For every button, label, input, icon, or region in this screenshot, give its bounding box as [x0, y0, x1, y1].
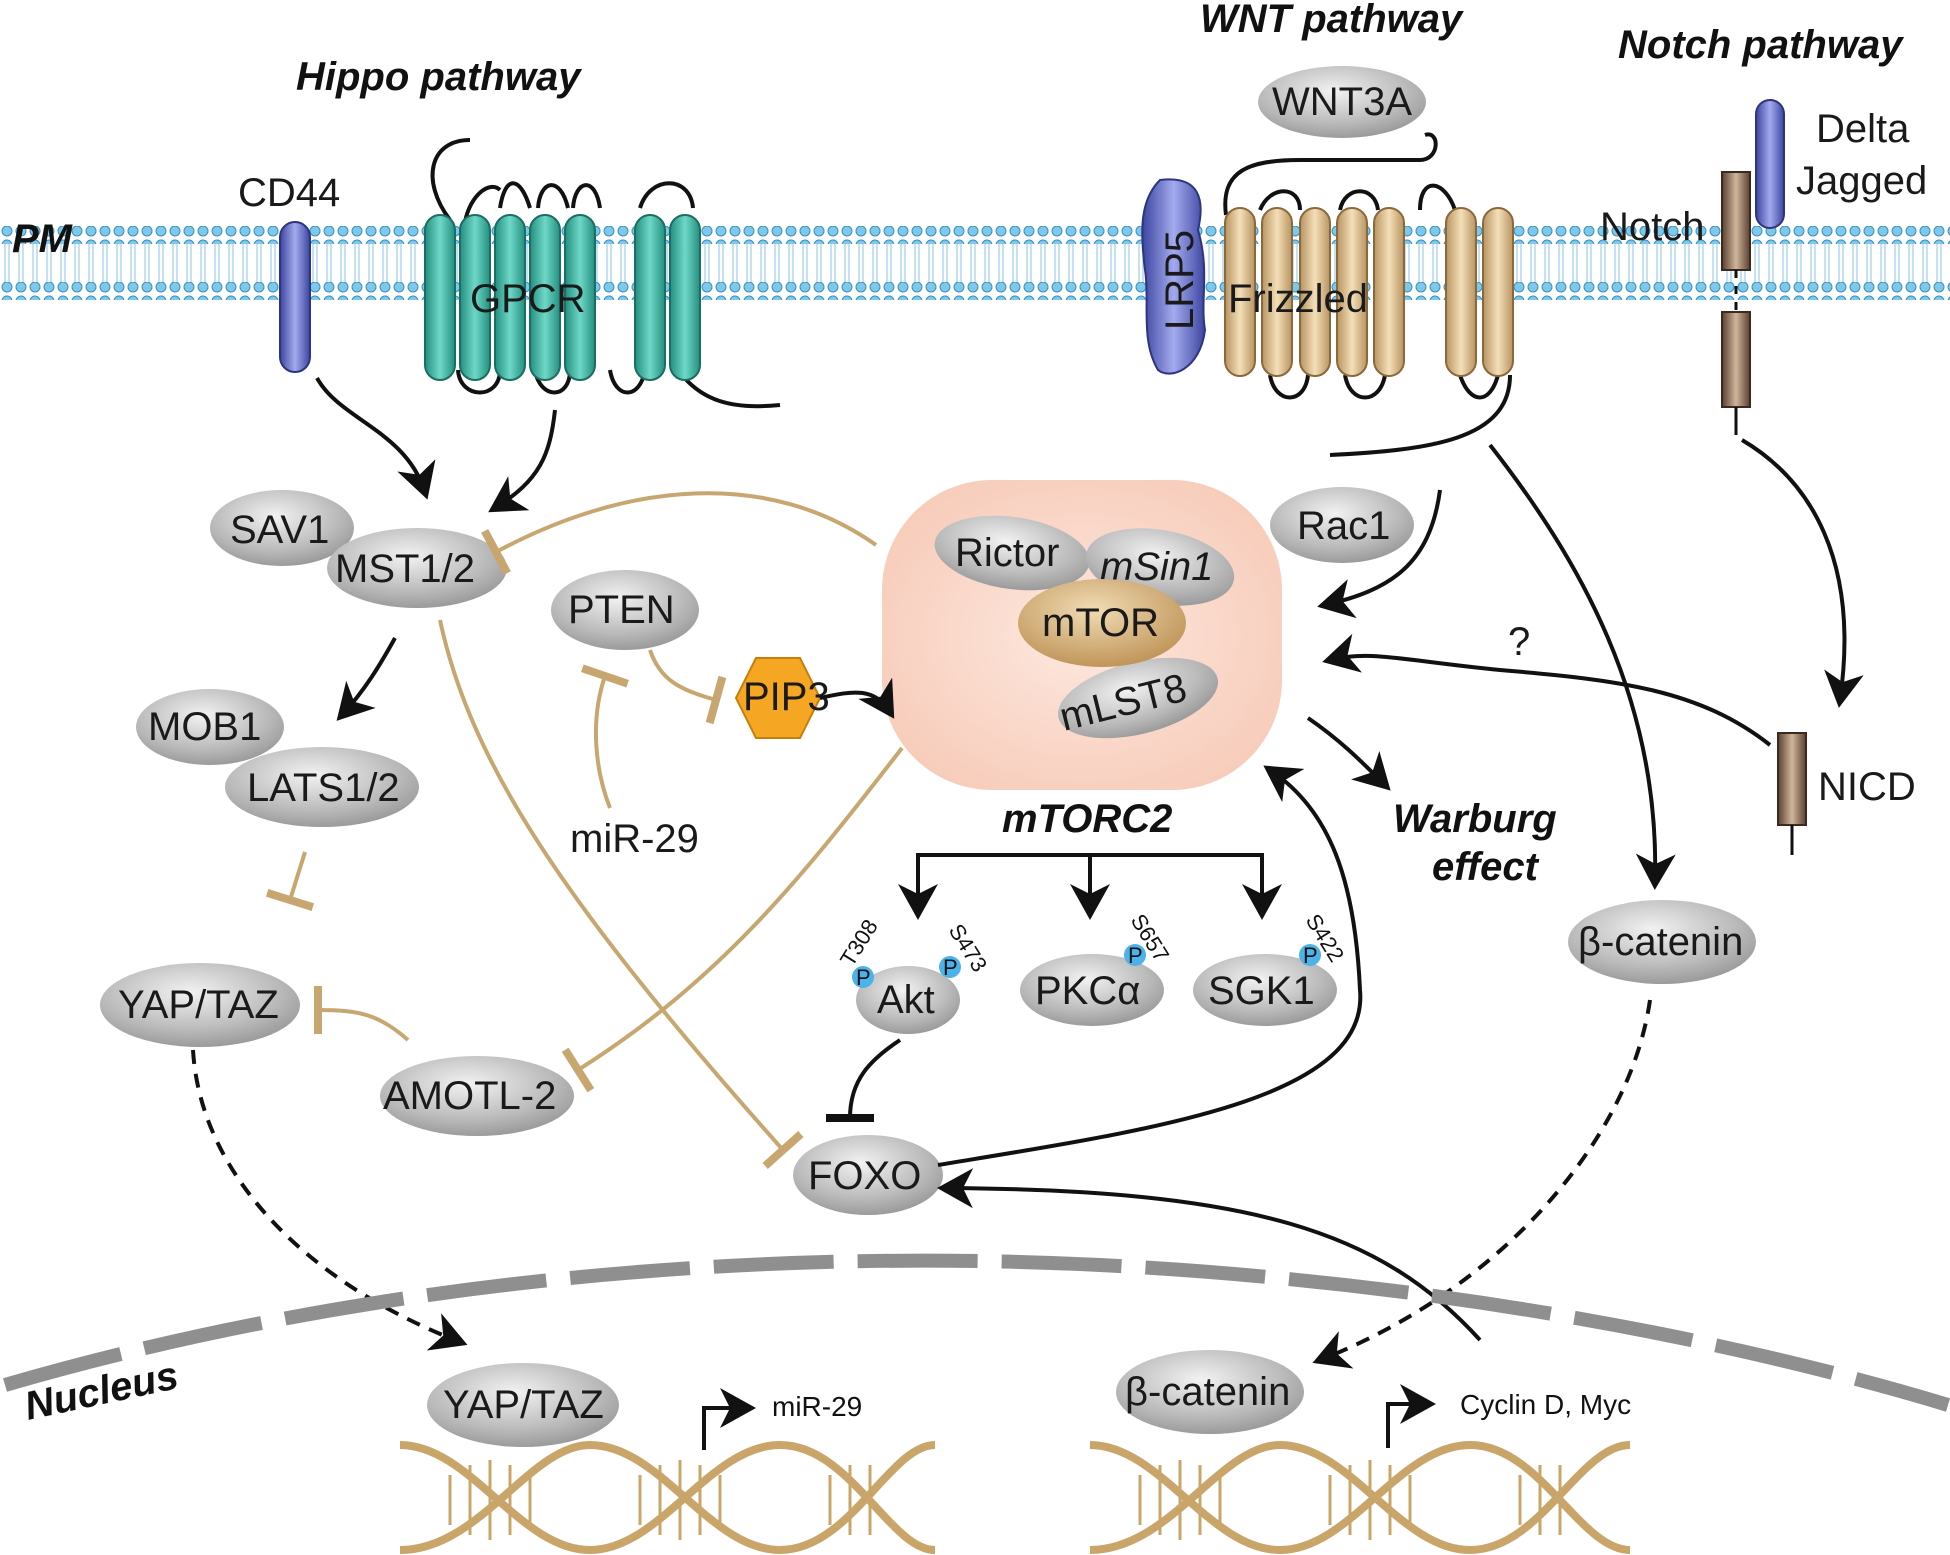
- sav1-label: SAV1: [230, 508, 329, 552]
- mir29-transcription-arrow: [702, 1388, 756, 1450]
- pip3-label: PIP3: [743, 675, 830, 719]
- cyclin-myc-label: Cyclin D, Myc: [1460, 1389, 1631, 1420]
- cyclin-transcription-arrow: [1386, 1384, 1436, 1448]
- beta-catenin-node: [1568, 900, 1756, 984]
- phospho-s657-icon: [1124, 944, 1146, 966]
- lrp5-label: LRP5: [1158, 230, 1202, 330]
- dna-helix-right: [1089, 1440, 1631, 1555]
- pkca-label: PKCα: [1035, 969, 1140, 1013]
- mst12-node: [327, 528, 507, 608]
- inhibition-arrows: [265, 491, 904, 1169]
- nuclear-beta-catenin-label: β-catenin: [1125, 1370, 1290, 1414]
- rac1-node: [1270, 487, 1414, 563]
- akt-label: Akt: [877, 978, 935, 1022]
- yaptaz-node: [100, 963, 300, 1047]
- rac1-label: Rac1: [1297, 504, 1390, 548]
- rictor-label: Rictor: [955, 531, 1059, 575]
- phospho-p-2: P: [943, 955, 958, 980]
- sgk1-node: [1193, 954, 1337, 1026]
- wnt-pathway-title: WNT pathway: [1200, 0, 1464, 41]
- mtor-label: mTOR: [1042, 601, 1159, 645]
- gpcr-receptor: [424, 138, 781, 409]
- nuclear-envelope: [3, 1253, 1950, 1412]
- phospho-s422-icon: [1299, 944, 1321, 966]
- dna-helix-left: [399, 1440, 936, 1555]
- phospho-p-3: P: [1128, 943, 1143, 968]
- rictor-node: [934, 515, 1090, 591]
- akt-node: [856, 966, 960, 1034]
- nicd-node: [1777, 732, 1807, 826]
- lrp5-receptor: [1141, 178, 1207, 375]
- frizzled-receptor: [1223, 132, 1514, 457]
- t308-label: T308: [835, 915, 883, 971]
- phospho-t308-icon: [852, 966, 874, 988]
- wnt3a-label: WNT3A: [1272, 80, 1412, 124]
- pten-node: [551, 570, 699, 650]
- foxo-label: FOXO: [808, 1154, 921, 1198]
- substrate-branch: [898, 853, 1282, 920]
- phospho-p-4: P: [1303, 943, 1318, 968]
- mlst8-node: [1057, 657, 1219, 739]
- notch-label: Notch: [1600, 205, 1705, 249]
- nuclear-yaptaz-label: YAP/TAZ: [443, 1383, 604, 1427]
- pten-label: PTEN: [568, 588, 675, 632]
- pkca-node: [1020, 954, 1164, 1026]
- mtor-node: [1018, 579, 1186, 667]
- warburg-label-1: Warburg: [1393, 797, 1557, 841]
- gpcr-label: GPCR: [470, 277, 586, 321]
- nuclear-translocation-arrows: [191, 999, 1652, 1369]
- wnt3a-ligand: [1258, 66, 1426, 138]
- mir29-label: miR-29: [570, 817, 699, 861]
- notch-receptor: [1721, 171, 1751, 435]
- mob1-label: MOB1: [148, 705, 261, 749]
- amotl2-node: [380, 1056, 574, 1136]
- mob1-node: [136, 689, 284, 765]
- nuclear-yaptaz-node: [427, 1363, 619, 1447]
- lats12-label: LATS1/2: [247, 766, 400, 810]
- dna-rungs-right: [1138, 1460, 1562, 1540]
- pm-label: PM: [12, 217, 74, 261]
- foxo-node: [793, 1135, 943, 1215]
- frizzled-label: Frizzled: [1228, 277, 1368, 321]
- cd44-receptor: [279, 221, 311, 373]
- notch-pathway-title: Notch pathway: [1618, 23, 1904, 67]
- jagged-label: Jagged: [1796, 159, 1927, 203]
- amotl2-label: AMOTL-2: [383, 1074, 556, 1118]
- nuclear-beta-catenin-node: [1116, 1350, 1304, 1434]
- warburg-label-2: effect: [1432, 845, 1540, 889]
- hippo-pathway-title: Hippo pathway: [296, 55, 582, 99]
- sgk1-label: SGK1: [1208, 969, 1315, 1013]
- phospho-s473-icon: [939, 956, 961, 978]
- delta-label: Delta: [1816, 107, 1910, 151]
- delta-jagged-ligand: [1755, 99, 1785, 229]
- mtorc2-title: mTORC2: [1002, 797, 1172, 841]
- phospho-p-1: P: [856, 965, 871, 990]
- question-label: ?: [1508, 620, 1530, 664]
- beta-catenin-label: β-catenin: [1578, 920, 1743, 964]
- nicd-label: NICD: [1818, 765, 1916, 809]
- mst12-label: MST1/2: [335, 547, 475, 591]
- lats12-node: [225, 747, 419, 827]
- yaptaz-label: YAP/TAZ: [118, 983, 279, 1027]
- dna-rungs-left: [448, 1460, 872, 1540]
- cd44-label: CD44: [238, 171, 340, 215]
- mir29-target-label: miR-29: [772, 1391, 862, 1422]
- sav1-node: [210, 490, 354, 566]
